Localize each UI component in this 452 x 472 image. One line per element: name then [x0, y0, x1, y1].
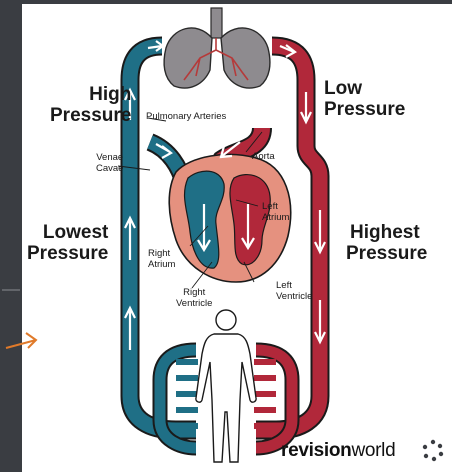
low-pressure-line1: Low — [324, 78, 405, 99]
human-figure — [196, 310, 256, 462]
right-lung — [221, 28, 270, 88]
brand-wordmark: revisionworld — [281, 440, 395, 462]
brand-part2: world — [351, 440, 395, 461]
pulmonary-arteries-label: Pulmonary Arteries — [146, 111, 226, 122]
lungs — [164, 8, 270, 88]
venae-cavae-label: Venae Cavae — [96, 152, 123, 174]
orange-arrow-icon — [6, 333, 36, 348]
lowest-pressure-line1: Lowest — [27, 222, 108, 243]
left-atrium-line2: Atrium — [262, 212, 289, 223]
left-ventricle-line1: Left — [276, 280, 312, 291]
right-atrium-line2: Atrium — [148, 259, 175, 270]
high-pressure-label: High Pressure — [50, 84, 131, 126]
venae-cavae-line1: Venae — [96, 152, 123, 163]
pulmonary-artery — [130, 46, 162, 146]
left-ventricle-line2: Ventricle — [276, 291, 312, 302]
low-pressure-label: Low Pressure — [324, 78, 405, 120]
highest-pressure-line2: Pressure — [346, 243, 427, 264]
figure-body — [196, 334, 256, 462]
high-pressure-line1: High — [50, 84, 131, 105]
lowest-pressure-line2: Pressure — [27, 243, 108, 264]
left-atrium-line1: Left — [262, 201, 289, 212]
figure-head — [216, 310, 236, 330]
brand-logo-icon — [423, 440, 443, 461]
right-ventricle-line1: Right — [176, 287, 212, 298]
aorta-label: Aorta — [252, 151, 275, 162]
brand-part1: revision — [281, 440, 351, 461]
left-lung — [164, 28, 212, 88]
highest-pressure-label: Highest Pressure — [346, 222, 427, 264]
right-atrium-label: Right Atrium — [148, 248, 175, 270]
left-atrium-label: Left Atrium — [262, 201, 289, 223]
venae-cavae-line2: Cavae — [96, 163, 123, 174]
left-ventricle-label: Left Ventricle — [276, 280, 312, 302]
right-ventricle-line2: Ventricle — [176, 298, 212, 309]
lowest-pressure-label: Lowest Pressure — [27, 222, 108, 264]
low-pressure-line2: Pressure — [324, 99, 405, 120]
pulmonary-vein — [272, 46, 306, 146]
right-ventricle-label: Right Ventricle — [176, 287, 212, 309]
highest-pressure-line1: Highest — [346, 222, 427, 243]
high-pressure-line2: Pressure — [50, 105, 131, 126]
trachea — [211, 8, 222, 38]
right-atrium-line1: Right — [148, 248, 175, 259]
